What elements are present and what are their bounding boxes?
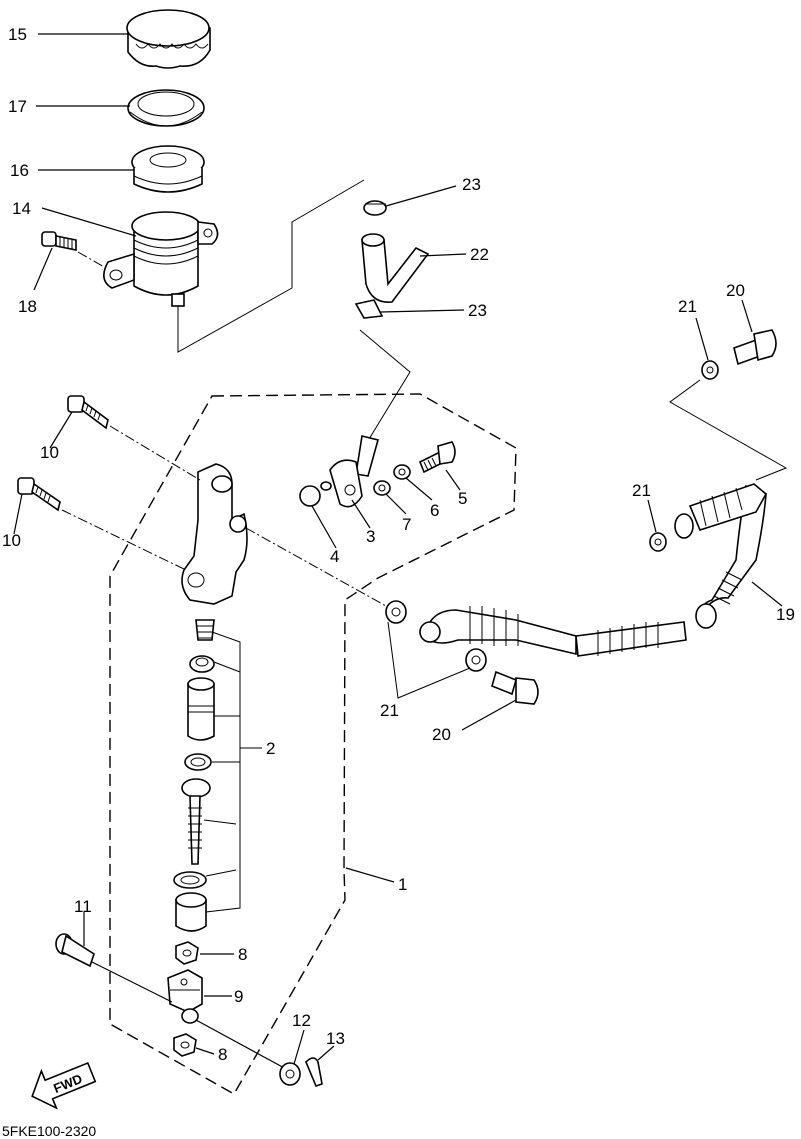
callout-23-lower: 23 xyxy=(468,301,487,320)
callout-22: 22 xyxy=(470,245,489,264)
callout-13: 13 xyxy=(326,1029,345,1048)
callout-20-lower: 20 xyxy=(432,725,451,744)
bolt-10-upper xyxy=(67,395,109,430)
diaphragm-plate xyxy=(127,89,205,127)
banjo-bolt-20-lower xyxy=(491,670,539,705)
push-rod xyxy=(181,778,211,865)
circlip xyxy=(173,871,207,889)
callout-5: 5 xyxy=(458,489,467,508)
connection-line-reservoir xyxy=(177,179,365,353)
assembly-outline-upper xyxy=(109,393,517,1095)
callout-19: 19 xyxy=(776,605,795,624)
callout-21-lower: 21 xyxy=(380,701,399,720)
callout-11: 11 xyxy=(74,897,92,916)
callout-6: 6 xyxy=(430,501,439,520)
callout-17: 17 xyxy=(8,97,27,116)
spring xyxy=(195,619,215,641)
callout-15: 15 xyxy=(8,25,27,44)
union-bolt-5 xyxy=(418,441,456,474)
callout-8-lower: 8 xyxy=(218,1045,227,1064)
connection-line-upper-bolt xyxy=(669,379,788,481)
banjo-washer-21-upper xyxy=(701,360,719,380)
callout-10-upper: 10 xyxy=(40,443,59,462)
reservoir-screw xyxy=(41,231,77,251)
connection-line-hose xyxy=(359,329,411,445)
reservoir-cap xyxy=(126,9,211,69)
callout-10-lower: 10 xyxy=(2,531,21,550)
callout-2: 2 xyxy=(266,739,275,758)
banjo-washer-21-lower-a xyxy=(385,600,407,624)
callout-21-upper: 21 xyxy=(678,297,697,316)
callout-8-upper: 8 xyxy=(238,945,247,964)
brake-hose xyxy=(419,483,768,657)
callout-bracket-2 xyxy=(203,631,262,913)
callout-20-upper: 20 xyxy=(726,281,745,300)
banjo-bolt-20-upper xyxy=(733,329,777,366)
callout-7: 7 xyxy=(402,515,411,534)
cotter-pin xyxy=(305,1057,323,1087)
master-cylinder-body xyxy=(181,463,248,605)
diaphragm xyxy=(131,145,205,193)
banjo-washer-21-side xyxy=(649,532,667,552)
reservoir-hose xyxy=(361,233,430,303)
washer-12 xyxy=(279,1062,301,1086)
reservoir-tank xyxy=(103,211,219,307)
nut-8-upper xyxy=(175,941,199,965)
primary-cup xyxy=(189,655,215,673)
bolt-10-lower xyxy=(17,477,61,512)
hose-joint xyxy=(320,435,379,508)
callout-3: 3 xyxy=(366,527,375,546)
nut-8-lower xyxy=(173,1033,197,1057)
callout-14: 14 xyxy=(12,199,31,218)
banjo-washer-21-lower-b xyxy=(465,648,487,672)
washer-7 xyxy=(373,480,391,496)
callout-12: 12 xyxy=(292,1011,311,1030)
forward-arrow-icon xyxy=(31,1061,97,1110)
callout-23-upper: 23 xyxy=(462,175,481,194)
callout-1: 1 xyxy=(398,875,407,894)
callout-18: 18 xyxy=(18,297,37,316)
piston xyxy=(187,677,215,741)
callout-9: 9 xyxy=(234,987,243,1006)
callout-16: 16 xyxy=(10,161,29,180)
dust-boot xyxy=(175,892,207,932)
hose-clip-lower xyxy=(354,299,384,319)
washer-6 xyxy=(393,464,411,480)
diagram-code: 5FKE100-2320 xyxy=(2,1123,96,1139)
callout-21-side: 21 xyxy=(632,481,651,500)
clevis-pin xyxy=(55,933,95,968)
hose-clip-upper xyxy=(363,200,387,216)
callout-4: 4 xyxy=(330,547,339,566)
clevis xyxy=(167,969,203,1024)
secondary-cup xyxy=(184,753,212,771)
o-ring xyxy=(299,485,321,507)
